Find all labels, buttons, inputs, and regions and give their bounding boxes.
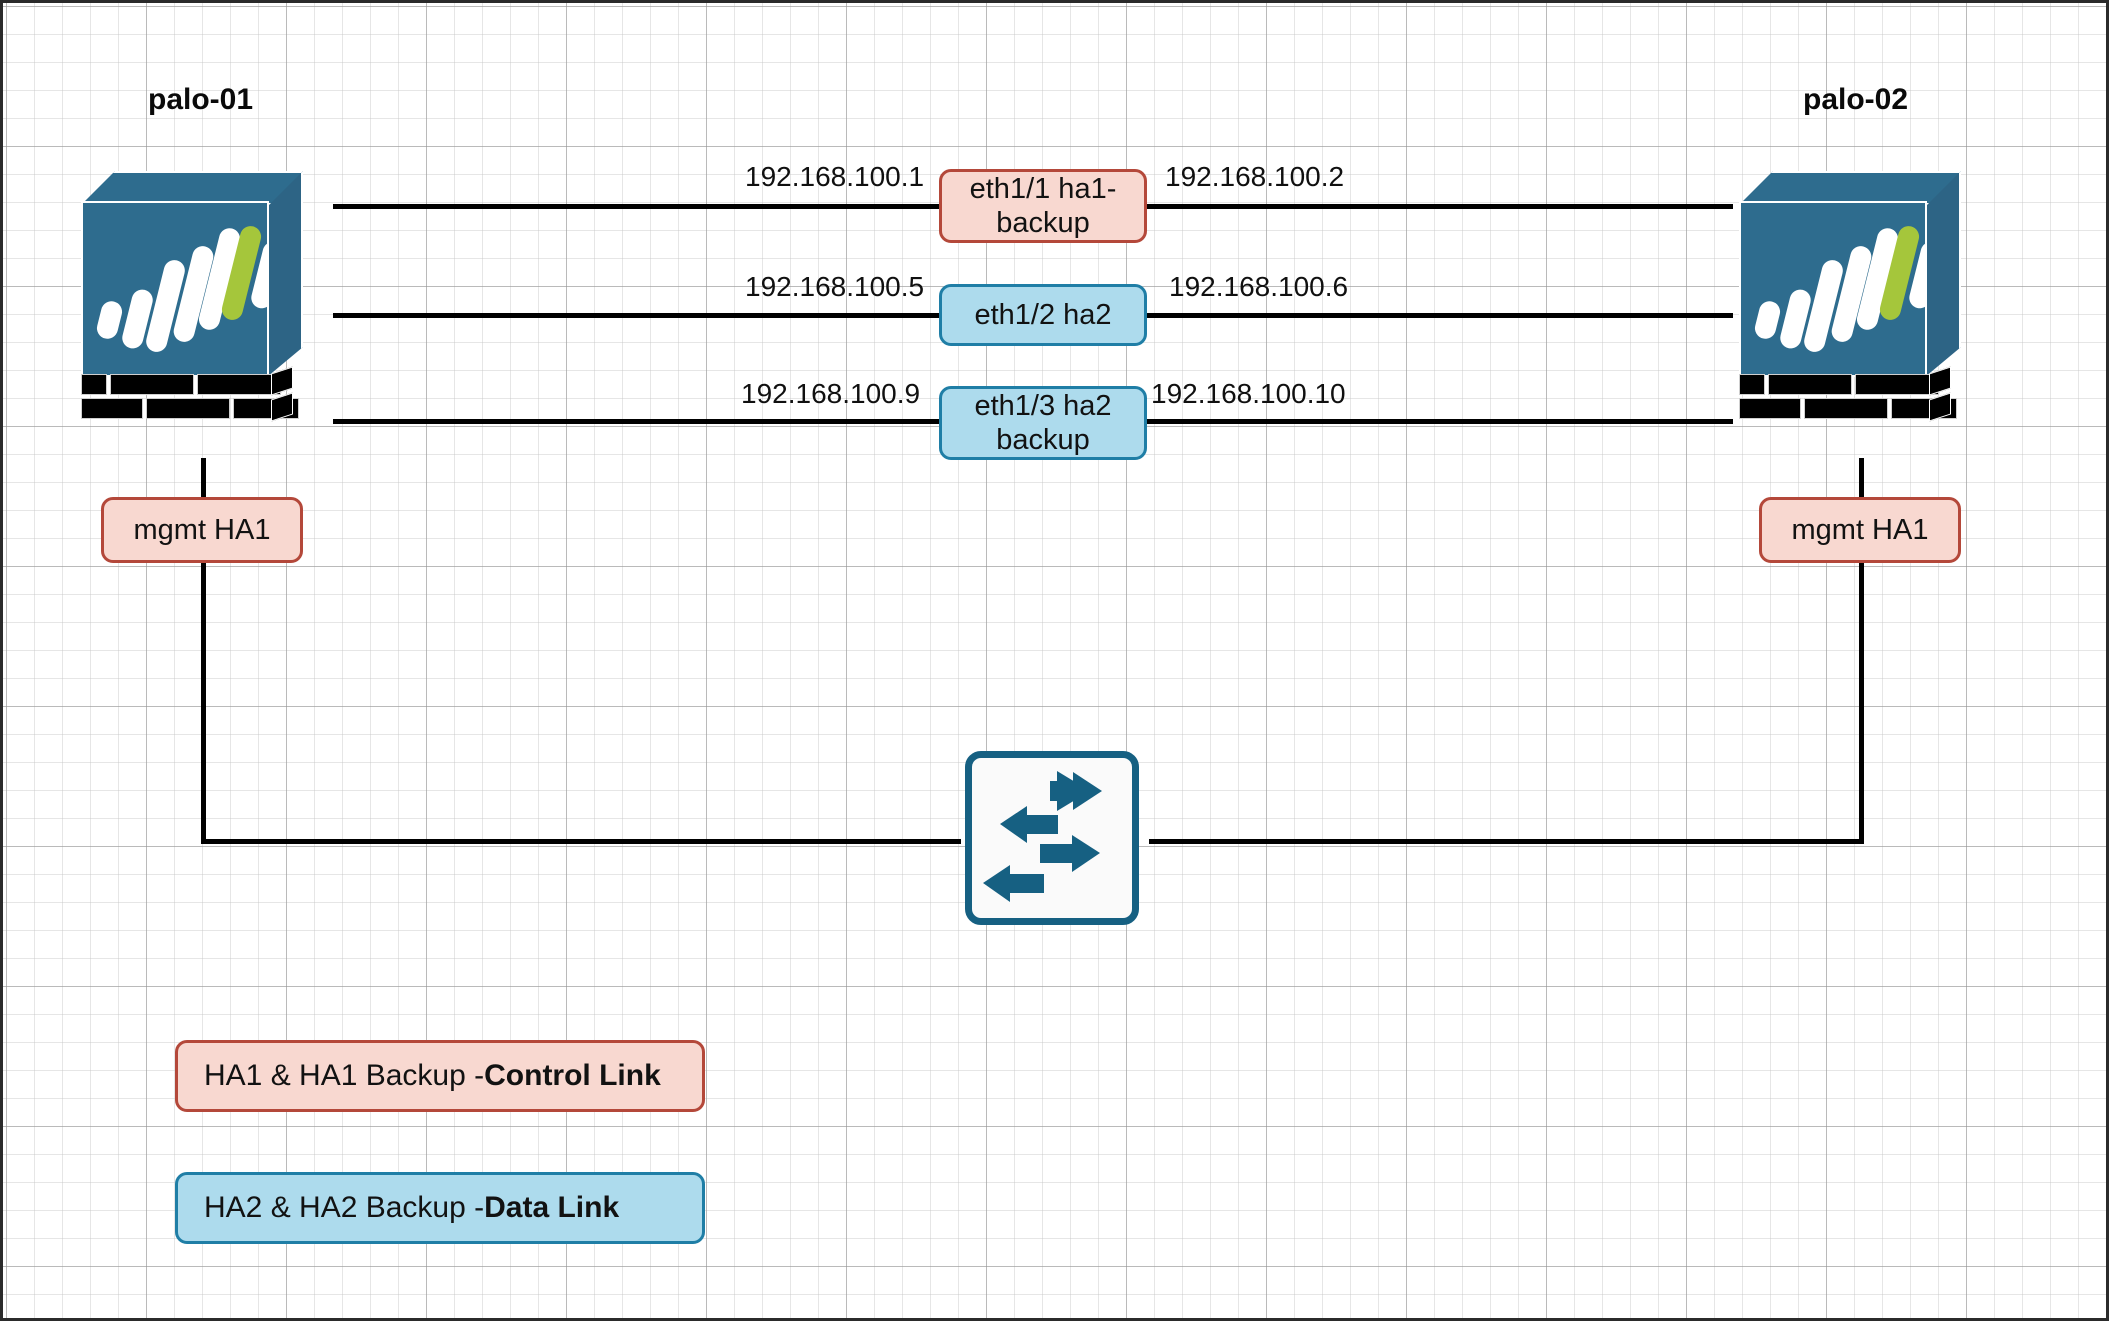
mgmt-chip-right[interactable]: mgmt HA1: [1759, 497, 1961, 563]
firewall-icon-ports: [1739, 366, 1957, 422]
ip-label-ha2-right: 192.168.100.6: [1169, 271, 1349, 302]
mgmt-line-left-vertical: [201, 458, 206, 843]
switch-arrows-icon: [983, 771, 1102, 902]
link-chip-ha2-backup[interactable]: eth1/3 ha2 backup: [939, 386, 1147, 460]
device-label-palo-02: palo-02: [1803, 83, 1909, 116]
device-palo-02[interactable]: [1739, 171, 1961, 422]
link-chip-ha1-backup[interactable]: eth1/1 ha1- backup: [939, 169, 1147, 243]
mgmt-chip-left[interactable]: mgmt HA1: [101, 497, 303, 563]
firewall-icon-side: [267, 171, 303, 377]
device-label-palo-01: palo-01: [148, 83, 254, 116]
firewall-icon-lid: [1739, 171, 1961, 205]
firewall-icon-side: [1925, 171, 1961, 377]
ip-label-ha1-backup-right: 192.168.100.2: [1165, 161, 1345, 192]
switch-icon[interactable]: [965, 751, 1139, 925]
legend-item-data-link: HA2 & HA2 Backup - Data Link: [175, 1172, 705, 1244]
mgmt-line-right-vertical: [1859, 458, 1864, 843]
mgmt-line-left-horizontal: [201, 839, 961, 844]
ip-label-ha2-backup-left: 192.168.100.9: [741, 378, 921, 409]
ip-label-ha2-left: 192.168.100.5: [745, 271, 925, 302]
firewall-icon-ports: [81, 366, 299, 422]
legend-item-control-link: HA1 & HA1 Backup - Control Link: [175, 1040, 705, 1112]
firewall-icon-face: [1739, 201, 1927, 377]
legend-data-bold: Data Link: [484, 1191, 620, 1225]
firewall-icon-lid: [81, 171, 303, 205]
firewall-icon-face: [81, 201, 269, 377]
ip-label-ha2-backup-right: 192.168.100.10: [1151, 378, 1346, 409]
ip-label-ha1-backup-left: 192.168.100.1: [745, 161, 925, 192]
legend-control-bold: Control Link: [484, 1059, 661, 1093]
mgmt-line-right-horizontal: [1149, 839, 1864, 844]
legend-control-plain: HA1 & HA1 Backup -: [204, 1059, 485, 1093]
legend-data-plain: HA2 & HA2 Backup -: [204, 1191, 485, 1225]
link-chip-ha2[interactable]: eth1/2 ha2: [939, 284, 1147, 346]
device-palo-01[interactable]: [81, 171, 303, 422]
